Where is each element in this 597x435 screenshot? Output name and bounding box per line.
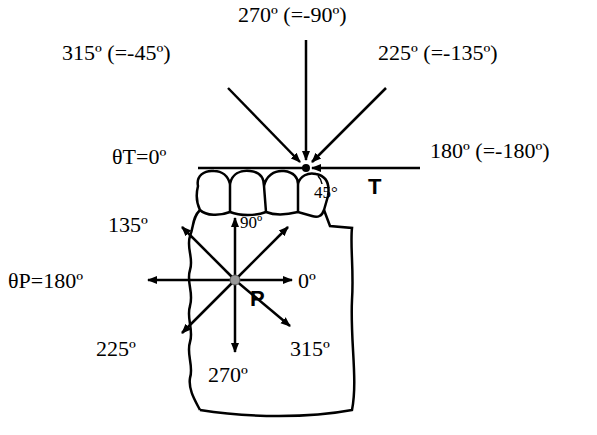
angle-label: 270º (=-90º) bbox=[238, 4, 347, 26]
angle-label: 315º (=-45º) bbox=[62, 42, 171, 64]
angle-label: 225º (=-135º) bbox=[378, 42, 498, 64]
point-t bbox=[302, 164, 310, 172]
angle-label: 0º bbox=[298, 270, 316, 292]
angle-label: 90º bbox=[240, 214, 262, 231]
angle-label: 315º bbox=[290, 338, 330, 360]
angle-label: 45° bbox=[314, 184, 338, 201]
angle-label: θT=0º bbox=[112, 146, 166, 168]
angle-label: 270º bbox=[208, 364, 248, 386]
point-name: T bbox=[368, 176, 381, 198]
point-name: P bbox=[250, 288, 265, 310]
angle-label: θP=180º bbox=[8, 270, 83, 292]
angle-label: 225º bbox=[96, 338, 136, 360]
tooth-jaw-outline bbox=[189, 171, 354, 416]
angle-label: 135º bbox=[108, 214, 148, 236]
angle-label: 180º (=-180º) bbox=[430, 140, 550, 162]
point-p bbox=[230, 275, 240, 285]
angle-arrows-p bbox=[148, 218, 292, 352]
